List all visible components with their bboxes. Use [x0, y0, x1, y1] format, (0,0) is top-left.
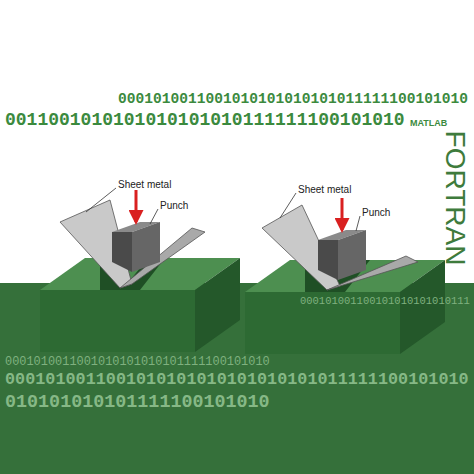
punch-right: [318, 198, 366, 280]
binary-code: 0001010011001010101010101010101011111100…: [5, 372, 469, 389]
binary-code: 0011001010101010101010111111100101010: [5, 111, 405, 129]
part-label: Sheet metal: [118, 180, 171, 190]
language-name: MATLAB: [410, 119, 447, 128]
leader-line: [86, 188, 116, 212]
leader-line: [280, 193, 296, 218]
leader-line: [150, 209, 158, 224]
punch-left: [112, 190, 160, 272]
binary-code: 0001010011001010101010101011111100101010: [118, 92, 468, 107]
binary-code: 0001010011001010101010101111100101010: [5, 357, 270, 369]
part-label: Punch: [362, 208, 390, 218]
sheet-metal-left: [60, 200, 205, 288]
part-label: Sheet metal: [298, 185, 351, 195]
sheet-metal-right: [262, 205, 418, 290]
language-name: FORTRAN: [441, 131, 469, 266]
leader-line: [356, 216, 360, 231]
binary-code: 000101001100101010101010111: [300, 296, 470, 306]
binary-code: 010101010101111100101010: [5, 394, 270, 412]
part-label: Punch: [160, 201, 188, 211]
